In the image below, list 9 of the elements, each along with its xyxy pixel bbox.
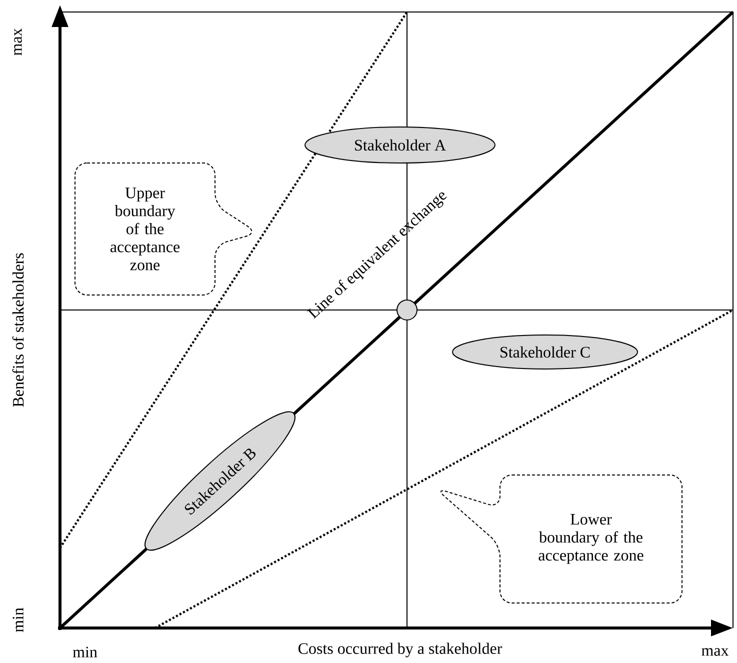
axis-title: Costs occurred by a stakeholder <box>298 642 502 658</box>
axis-title: Benefits of stakeholders <box>12 253 24 407</box>
circle-marker <box>396 299 418 320</box>
axis-label: min <box>72 646 98 658</box>
axis-label: max <box>702 648 729 656</box>
callout-box: Upper boundary of the acceptance zone <box>74 162 252 296</box>
axis-label: min <box>12 608 24 632</box>
axis-label: max <box>14 28 22 56</box>
callout-box: Lower boundary of the acceptance zone <box>440 474 682 604</box>
